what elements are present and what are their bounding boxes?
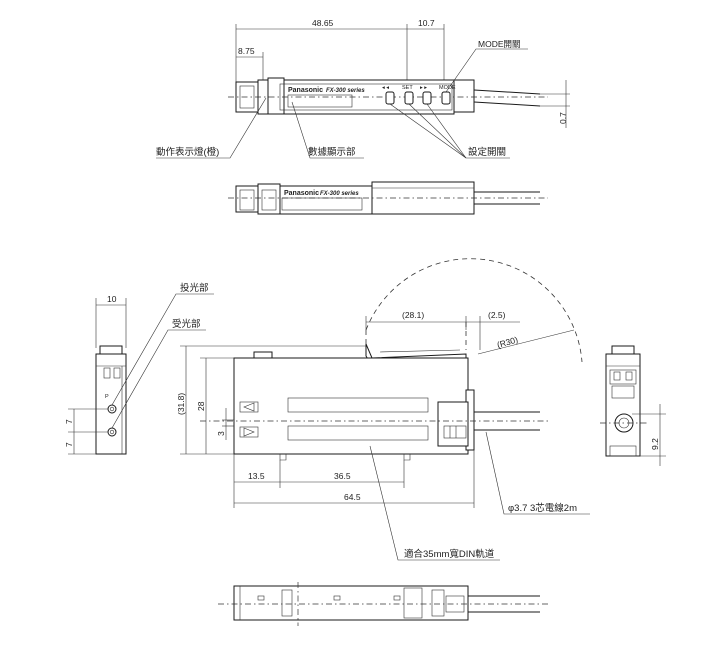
dimension-48-65: 48.65 xyxy=(312,18,334,28)
bottom-view xyxy=(218,582,548,626)
dimension-0-7: 0.7 xyxy=(558,112,568,124)
second-view: Panasonic FX-300 series xyxy=(228,181,548,215)
label-digital-display: 數據顯示部 xyxy=(308,146,356,158)
svg-text:Panasonic: Panasonic xyxy=(284,190,319,197)
dimension-7-upper: 7 xyxy=(64,419,74,424)
dimension-3: 3 xyxy=(216,431,226,436)
label-emitter: 投光部 xyxy=(180,282,209,294)
label-indicator: 動作表示燈(橙) xyxy=(156,146,219,158)
dimension-9-2: 9.2 xyxy=(650,438,660,450)
svg-text:▸ ▸: ▸ ▸ xyxy=(420,85,427,91)
label-receiver: 受光部 xyxy=(172,318,201,330)
main-side-view: (28.1) (2.5) (R30) xyxy=(176,258,590,561)
dimension-28: 28 xyxy=(196,401,206,411)
label-setting-switch: 設定開關 xyxy=(468,146,506,158)
brand-label: Panasonic xyxy=(288,87,323,94)
top-view: 48.65 10.7 8.75 Panasonic FX-300 series … xyxy=(156,18,570,159)
dimension-36-5: 36.5 xyxy=(334,471,351,481)
dimension-2-5: (2.5) xyxy=(488,310,506,320)
dimension-8-75: 8.75 xyxy=(238,46,255,56)
dimension-13-5: 13.5 xyxy=(248,471,265,481)
dimension-r30: (R30) xyxy=(496,334,519,350)
svg-text:SET: SET xyxy=(402,85,413,91)
label-cable: φ3.7 3芯電線2m xyxy=(508,502,577,514)
left-end-view: 10 P 7 7 投光部 受光部 xyxy=(64,282,214,455)
svg-text:MODE: MODE xyxy=(439,85,456,91)
dimension-10-7: 10.7 xyxy=(418,18,435,28)
mark-p: P xyxy=(105,394,109,400)
right-end-view: 9.2 xyxy=(600,345,666,466)
dimension-7-lower: 7 xyxy=(64,442,74,447)
dimension-64-5: 64.5 xyxy=(344,492,361,502)
dimension-31-8: (31.8) xyxy=(176,393,186,415)
label-din-rail: 適合35mm寬DIN軌道 xyxy=(404,548,495,560)
svg-text:FX-300 series: FX-300 series xyxy=(320,191,359,197)
label-mode-switch: MODE開關 xyxy=(478,39,521,49)
dimension-28-1: (28.1) xyxy=(402,310,424,320)
series-label: FX-300 series xyxy=(326,88,365,94)
dimension-10: 10 xyxy=(107,294,117,304)
svg-text:◂ ◂: ◂ ◂ xyxy=(382,85,389,91)
